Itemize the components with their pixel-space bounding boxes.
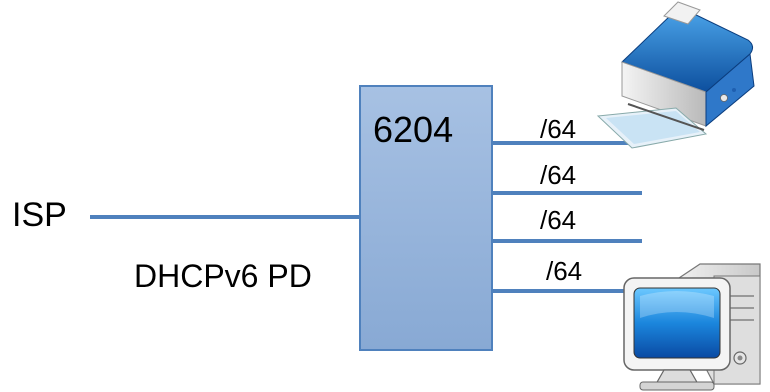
isp-label: ISP [12,196,67,234]
router-label: 6204 [373,109,454,150]
prefix-label-computer: /64 [546,256,583,286]
router-box [359,85,493,351]
prefix-label-printer: /64 [540,114,577,144]
prefix-label-3: /64 [540,205,577,235]
dhcpv6-pd-label: DHCPv6 PD [134,258,312,294]
prefix-label-2: /64 [540,160,577,190]
desktop-computer-icon [623,263,761,391]
printer-icon [596,1,755,149]
